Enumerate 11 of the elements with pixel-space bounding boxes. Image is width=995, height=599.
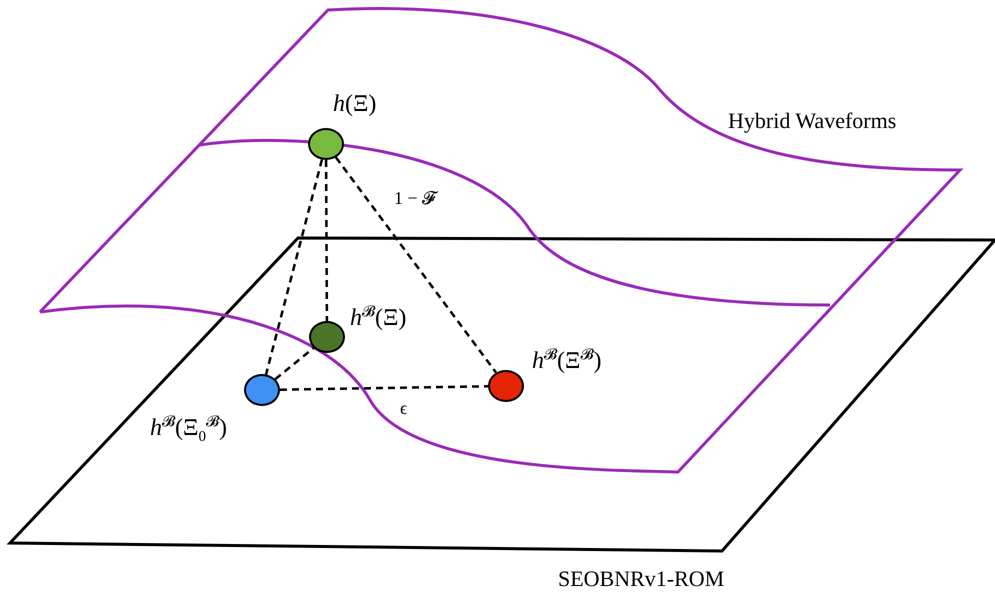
dashed-line	[334, 156, 498, 374]
dashed-line	[264, 159, 324, 375]
dashed-line	[274, 346, 315, 380]
math-label: h$^{𝓑}$(Ξ$^{𝓑}$)	[532, 348, 602, 373]
dashed-line	[324, 160, 328, 321]
dashed-line	[280, 385, 488, 391]
math-label: h$^{𝓑}$(Ξ)	[350, 305, 406, 330]
surface-label: Hybrid Waveforms	[728, 110, 896, 132]
math-label: h$^{𝓑}$(Ξ$_{0}$$^{𝓑}$)	[150, 415, 227, 445]
math-label: h(Ξ)	[333, 92, 376, 116]
surface-label: SEOBNRv1-ROM	[558, 568, 724, 590]
